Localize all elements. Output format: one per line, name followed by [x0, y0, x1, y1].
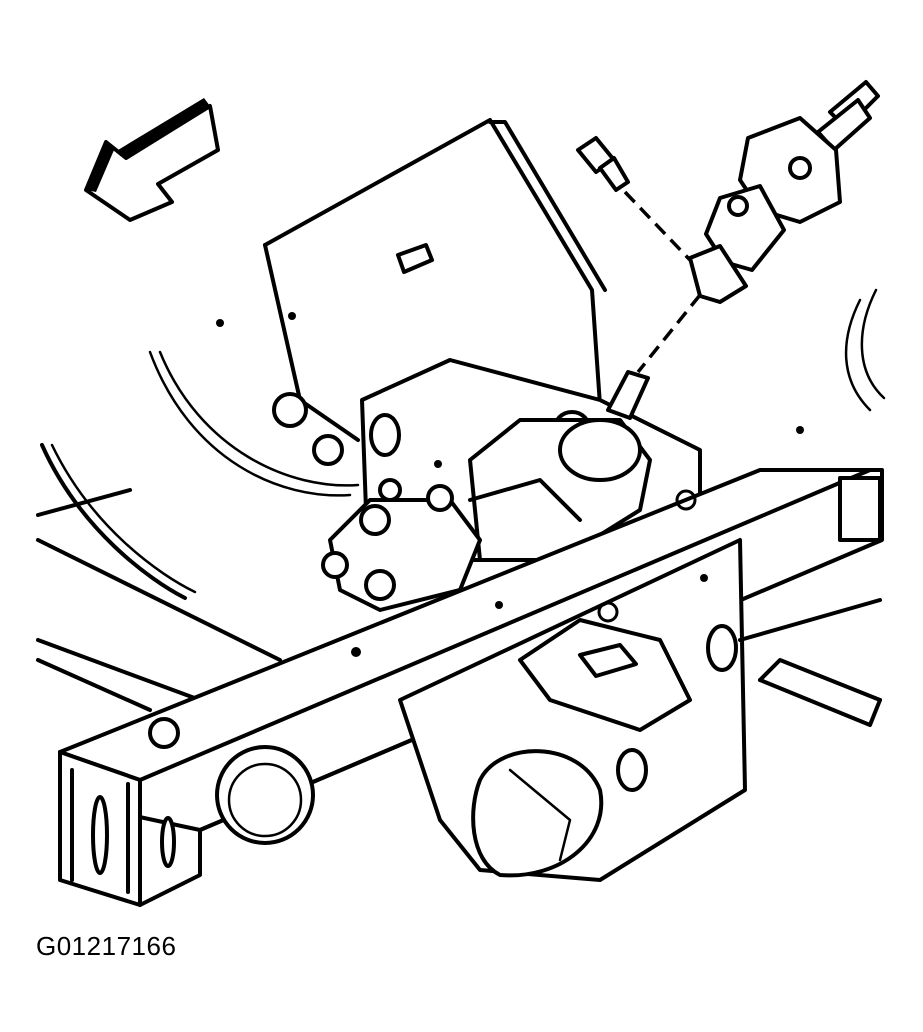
- steering-gear: [321, 418, 652, 612]
- front-direction-arrow-icon: [84, 98, 220, 222]
- figure-id-label: G01217166: [36, 931, 177, 961]
- pinch-bolt: [576, 136, 630, 192]
- right-frame-bracket: [738, 288, 886, 727]
- alignment-dashed-line: [623, 190, 702, 374]
- frame-crossmember: [215, 538, 747, 882]
- steering-gear-input-shaft: [606, 370, 650, 420]
- intermediate-steering-shaft: [688, 80, 880, 304]
